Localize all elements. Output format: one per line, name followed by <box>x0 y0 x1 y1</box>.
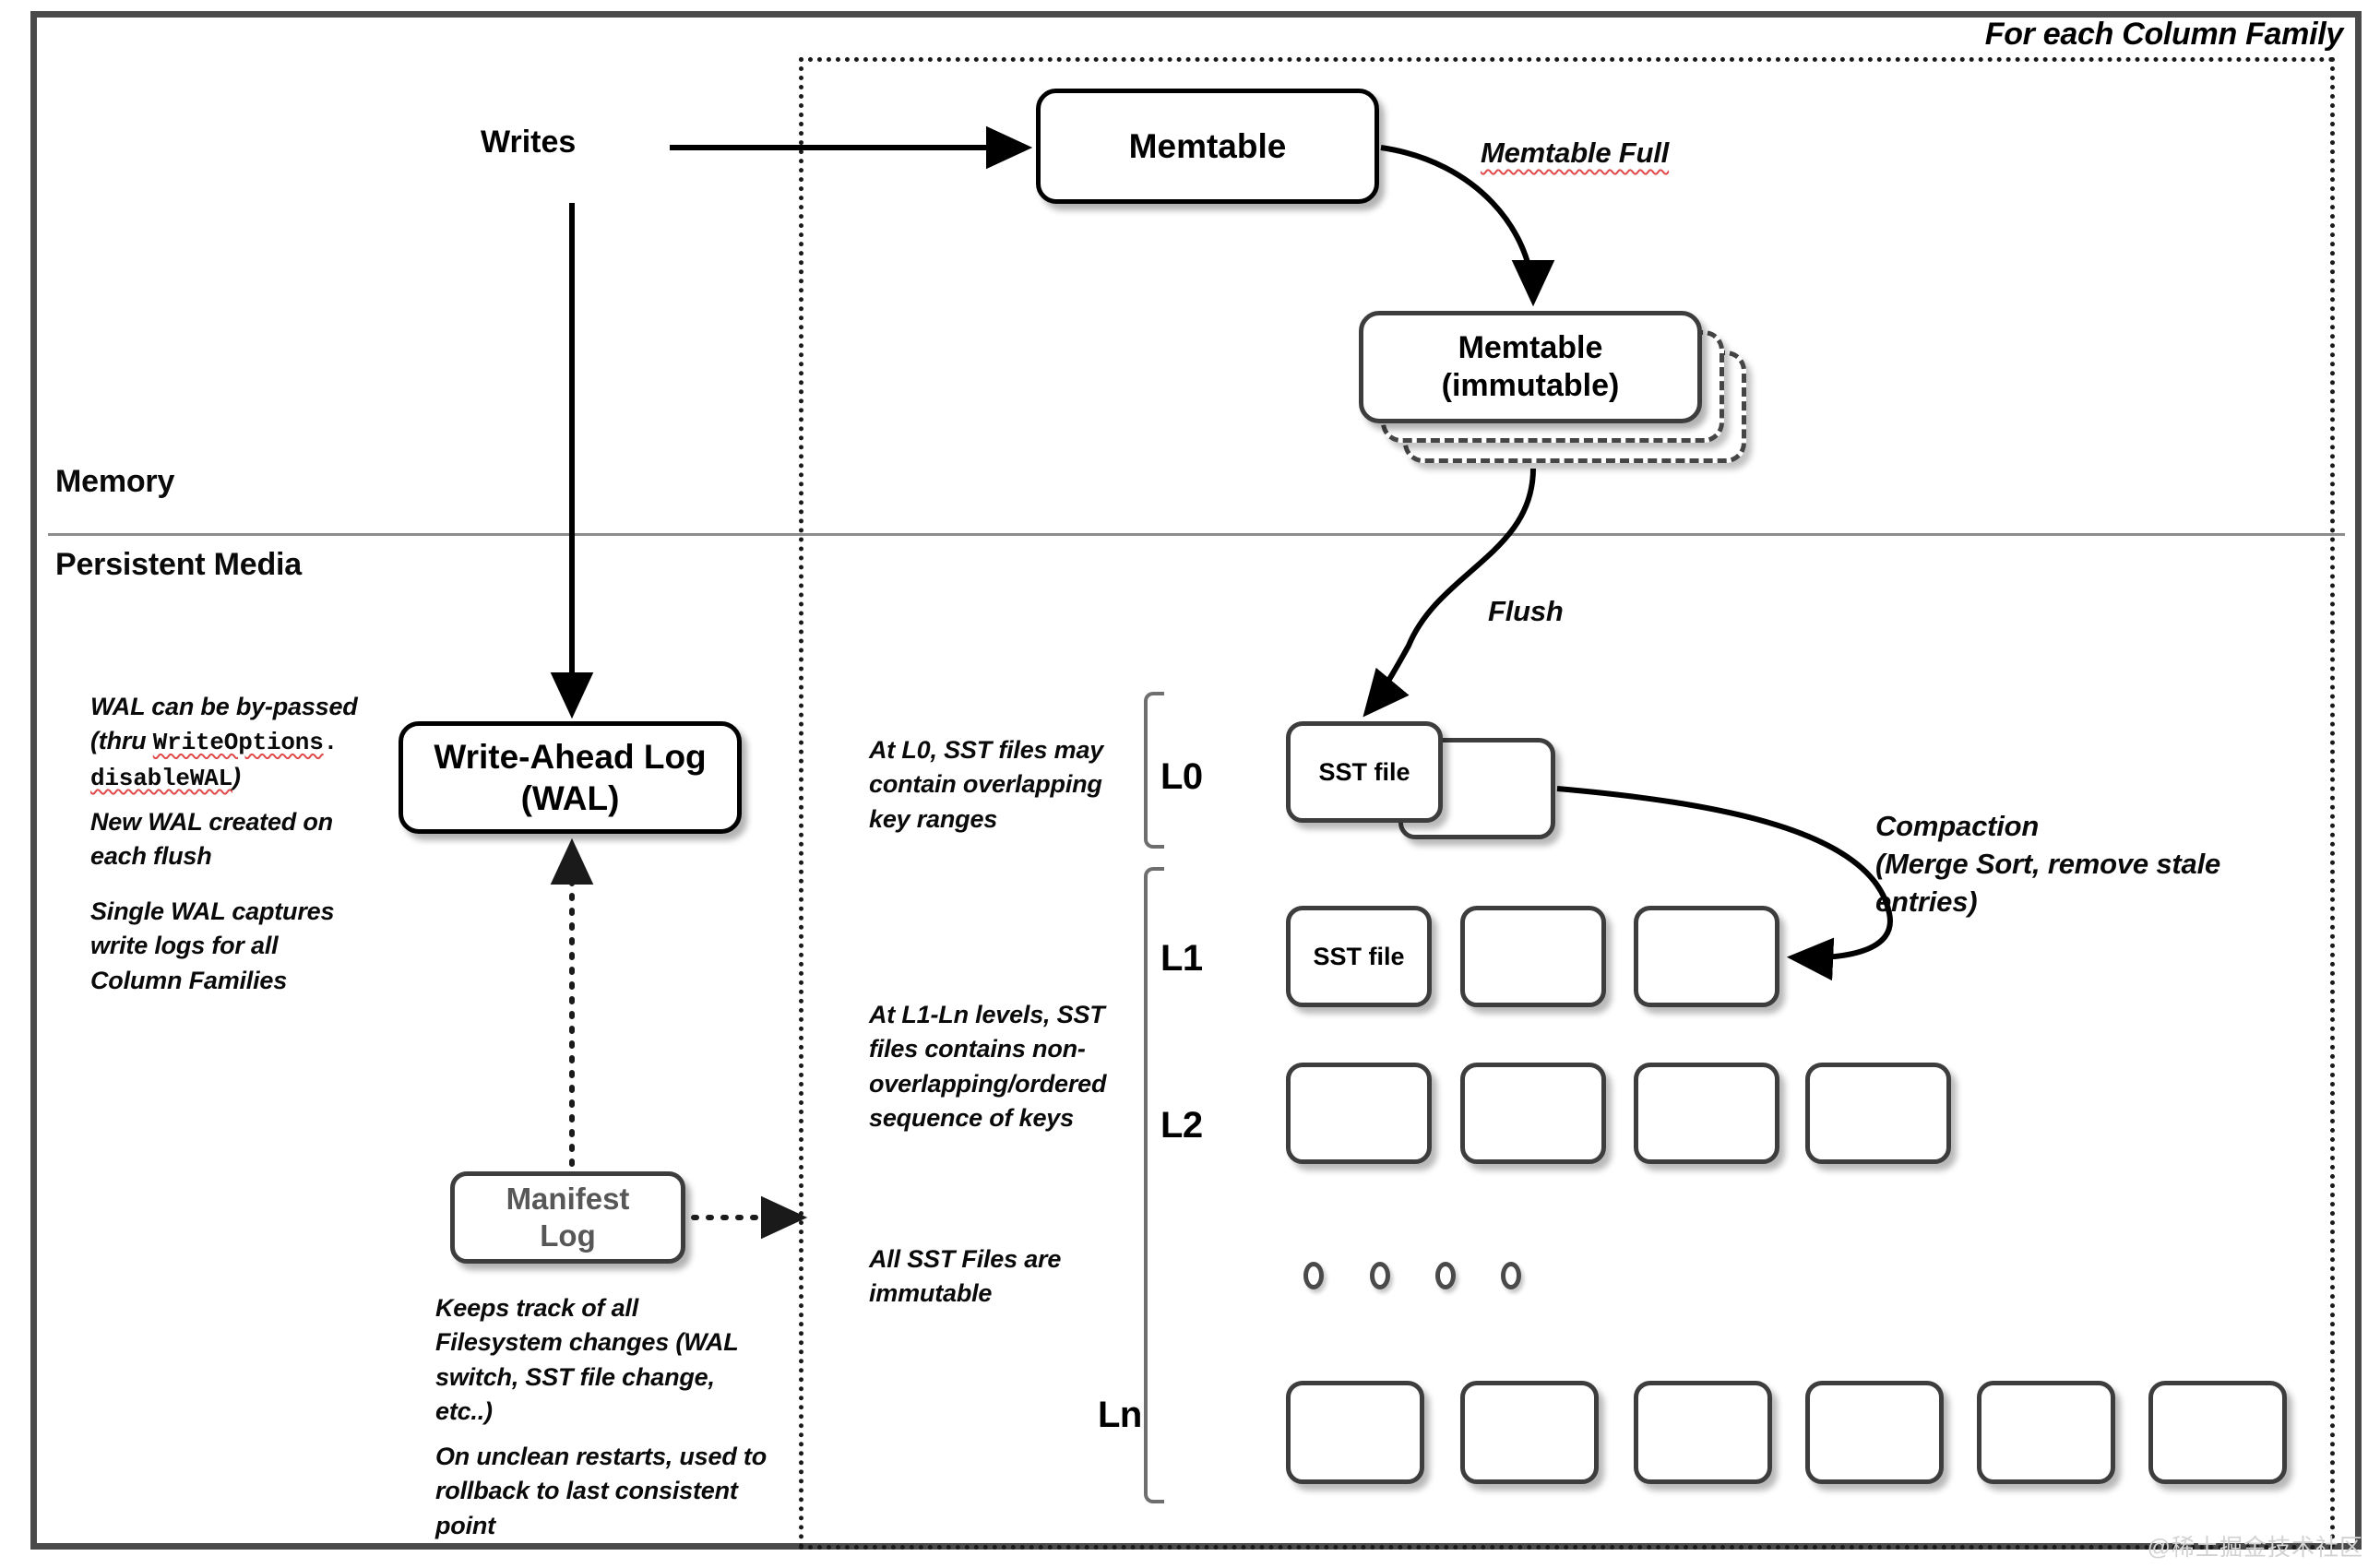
node-manifest-label-1: Manifest <box>506 1181 630 1216</box>
ellipsis-dot-2 <box>1370 1262 1390 1289</box>
sst-l2-box-4[interactable]: SST file <box>1805 1063 1951 1164</box>
flush-label: Flush <box>1488 595 1564 627</box>
note-sst-immutable: All SST Files are immutable <box>869 1245 1062 1308</box>
node-manifest-log[interactable]: Manifest Log <box>450 1171 685 1264</box>
sst-l2-box-2[interactable]: SST file <box>1460 1063 1606 1164</box>
sst-l1-box-3[interactable]: SST file <box>1634 906 1779 1007</box>
column-family-region <box>799 57 2335 1550</box>
note-wal-single: Single WAL captures write logs for all C… <box>90 897 335 994</box>
watermark: @稀土掘金技术社区 <box>2147 1535 2363 1561</box>
column-family-label: For each Column Family <box>1984 17 2344 52</box>
level-label-l0: L0 <box>1160 756 1203 797</box>
node-memtable-immutable-label-1: Memtable <box>1458 329 1603 365</box>
note-l1ln-order: At L1-Ln levels, SST files contains non-… <box>869 1001 1107 1132</box>
memory-layer-label: Memory <box>55 464 175 499</box>
compaction-label-line1: Compaction <box>1875 810 2040 842</box>
note-wal-bypass-close: ) <box>232 763 241 791</box>
node-memtable-label: Memtable <box>1128 126 1287 165</box>
node-wal-label-2: (WAL) <box>520 779 620 817</box>
bracket-l1-ln <box>1144 867 1164 1503</box>
node-memtable-immutable[interactable]: Memtable (immutable) <box>1359 311 1702 423</box>
note-manifest-track: Keeps track of all Filesystem changes (W… <box>435 1294 739 1425</box>
level-label-ln: Ln <box>1098 1395 1142 1435</box>
sst-l2-box-3[interactable]: SST file <box>1634 1063 1779 1164</box>
ellipsis-dot-3 <box>1435 1262 1456 1289</box>
node-manifest-label-2: Log <box>540 1218 596 1253</box>
node-memtable-immutable-label-2: (immutable) <box>1441 368 1620 403</box>
compaction-label-line3: entries) <box>1875 885 1978 918</box>
node-memtable[interactable]: Memtable <box>1036 89 1379 204</box>
sst-l2-box-1[interactable]: SST file <box>1286 1063 1432 1164</box>
note-wal-bypass: WAL can be by-passed (thru WriteOptions.… <box>90 690 367 796</box>
note-manifest-rollback: On unclean restarts, used to rollback to… <box>435 1443 767 1539</box>
code-writeoptions: WriteOptions <box>152 729 324 757</box>
memory-persistent-divider <box>48 533 2345 536</box>
memtable-full-label: Memtable Full <box>1481 137 1670 169</box>
bracket-l0 <box>1144 692 1164 849</box>
level-label-l1: L1 <box>1160 938 1203 979</box>
compaction-label-line2: (Merge Sort, remove stale <box>1875 847 2221 880</box>
sst-ln-box-4[interactable]: SST file <box>1805 1381 1944 1484</box>
sst-ln-box-1[interactable]: SST file <box>1286 1381 1424 1484</box>
sst-l1-box-2[interactable]: SST file <box>1460 906 1606 1007</box>
node-wal-label-1: Write-Ahead Log <box>434 737 707 776</box>
code-dot: . <box>323 729 339 757</box>
ellipsis-dot-1 <box>1303 1262 1324 1289</box>
note-wal-new: New WAL created on each flush <box>90 808 333 871</box>
note-wal-bypass-line1: WAL can be by-passed <box>90 693 358 720</box>
sst-ln-box-6[interactable]: SST file <box>2148 1381 2287 1484</box>
level-label-l2: L2 <box>1160 1105 1203 1146</box>
note-l0-overlap: At L0, SST files may contain overlapping… <box>869 736 1104 833</box>
persistent-layer-label: Persistent Media <box>55 547 303 582</box>
sst-l0-box-1[interactable]: SST file <box>1286 721 1443 823</box>
note-wal-bypass-thru: (thru <box>90 727 153 755</box>
compaction-label: Compaction (Merge Sort, remove stale ent… <box>1875 808 2281 921</box>
code-disablewal: disableWAL <box>90 765 233 793</box>
sst-l1-box-1[interactable]: SST file <box>1286 906 1432 1007</box>
writes-label: Writes <box>481 125 577 160</box>
node-write-ahead-log[interactable]: Write-Ahead Log (WAL) <box>399 721 742 834</box>
sst-ln-box-2[interactable]: SST file <box>1460 1381 1599 1484</box>
sst-ln-box-5[interactable]: SST file <box>1977 1381 2115 1484</box>
sst-ln-box-3[interactable]: SST file <box>1634 1381 1772 1484</box>
ellipsis-dot-4 <box>1501 1262 1521 1289</box>
